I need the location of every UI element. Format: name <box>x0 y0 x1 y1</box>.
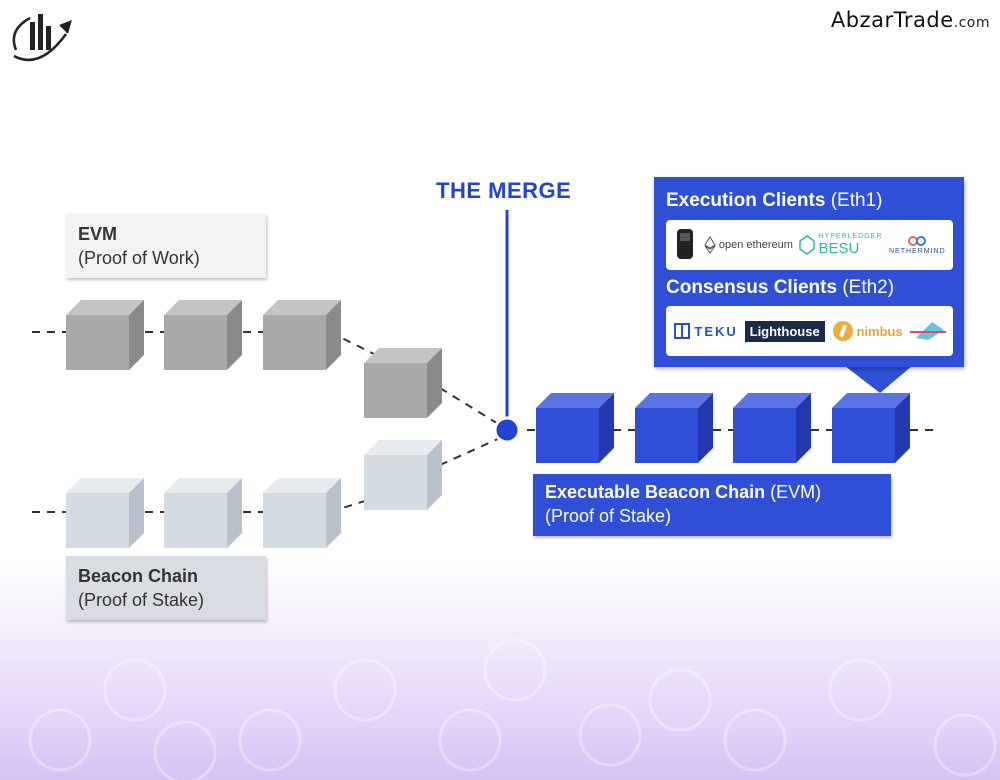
pow-block <box>66 300 144 370</box>
brand-logo-icon <box>12 14 72 62</box>
pow-blocks <box>66 300 442 418</box>
pow-block <box>164 300 242 370</box>
pos-block <box>263 478 341 548</box>
teku-icon <box>674 323 691 339</box>
executable-chain-title: Executable Beacon Chain <box>545 482 766 502</box>
brand-name[interactable]: AbzarTrade.com <box>830 8 990 32</box>
coin-watermark <box>153 720 217 780</box>
consensus-clients-logos: TEKU Lighthouse nimbus <box>666 306 953 356</box>
nimbus-logo: nimbus <box>832 320 903 342</box>
besu-icon <box>799 235 816 255</box>
coin-watermark <box>238 708 302 772</box>
nethermind-icon <box>908 236 927 246</box>
nethermind-logo: NETHERMIND <box>889 235 946 255</box>
clients-panel: Execution Clients (Eth1) open ethereum H… <box>654 177 964 367</box>
merged-block <box>536 393 614 463</box>
ethereum-diamond-icon <box>704 236 716 254</box>
merged-block <box>832 393 910 463</box>
evm-title: EVM <box>78 224 118 244</box>
coin-watermark <box>28 708 92 772</box>
executable-chain-suffix: (EVM) <box>765 482 822 502</box>
execution-clients-heading: Execution Clients (Eth1) <box>666 190 883 211</box>
pos-block <box>66 478 144 548</box>
coin-watermarks <box>28 638 997 780</box>
coin-watermark <box>648 668 712 732</box>
evm-subtitle: (Proof of Work) <box>78 248 200 268</box>
coin-watermark <box>438 708 502 772</box>
prysm-icon <box>909 322 946 340</box>
callout-pointer <box>845 366 912 393</box>
coin-watermark <box>483 638 547 702</box>
geth-logo <box>673 225 697 265</box>
openethereum-logo: open ethereum <box>704 236 793 254</box>
coin-watermark <box>333 658 397 722</box>
coin-watermark <box>578 703 642 767</box>
pow-block <box>263 300 341 370</box>
coin-watermark <box>828 658 892 722</box>
lighthouse-logo: Lighthouse <box>744 320 825 342</box>
pow-block <box>364 348 442 418</box>
merge-point <box>493 416 521 444</box>
beacon-chain-subtitle: (Proof of Stake) <box>78 590 205 610</box>
prysm-logo <box>909 320 946 342</box>
merged-blocks <box>536 393 910 463</box>
pos-blocks <box>66 440 442 548</box>
pos-block <box>164 478 242 548</box>
coin-watermark <box>723 708 787 772</box>
pos-block <box>364 440 442 510</box>
pow-merge-line <box>439 387 501 426</box>
pos-merge-line <box>439 437 501 466</box>
merged-block <box>635 393 713 463</box>
beacon-chain-label-box: Beacon Chain (Proof of Stake) <box>66 556 266 620</box>
beacon-chain-title: Beacon Chain <box>78 566 199 586</box>
coin-watermark <box>103 658 167 722</box>
teku-logo: TEKU <box>673 322 737 340</box>
nimbus-icon <box>832 321 853 341</box>
geth-icon <box>677 229 694 259</box>
coin-watermark <box>933 713 997 777</box>
consensus-clients-heading: Consensus Clients (Eth2) <box>666 277 895 298</box>
evm-label-box: EVM (Proof of Work) <box>66 214 266 278</box>
executable-beacon-chain-box: Executable Beacon Chain (EVM) (Proof of … <box>533 474 891 536</box>
merged-block <box>733 393 811 463</box>
executable-chain-subtitle: (Proof of Stake) <box>545 506 672 526</box>
merge-title: THE MERGE <box>436 178 572 203</box>
